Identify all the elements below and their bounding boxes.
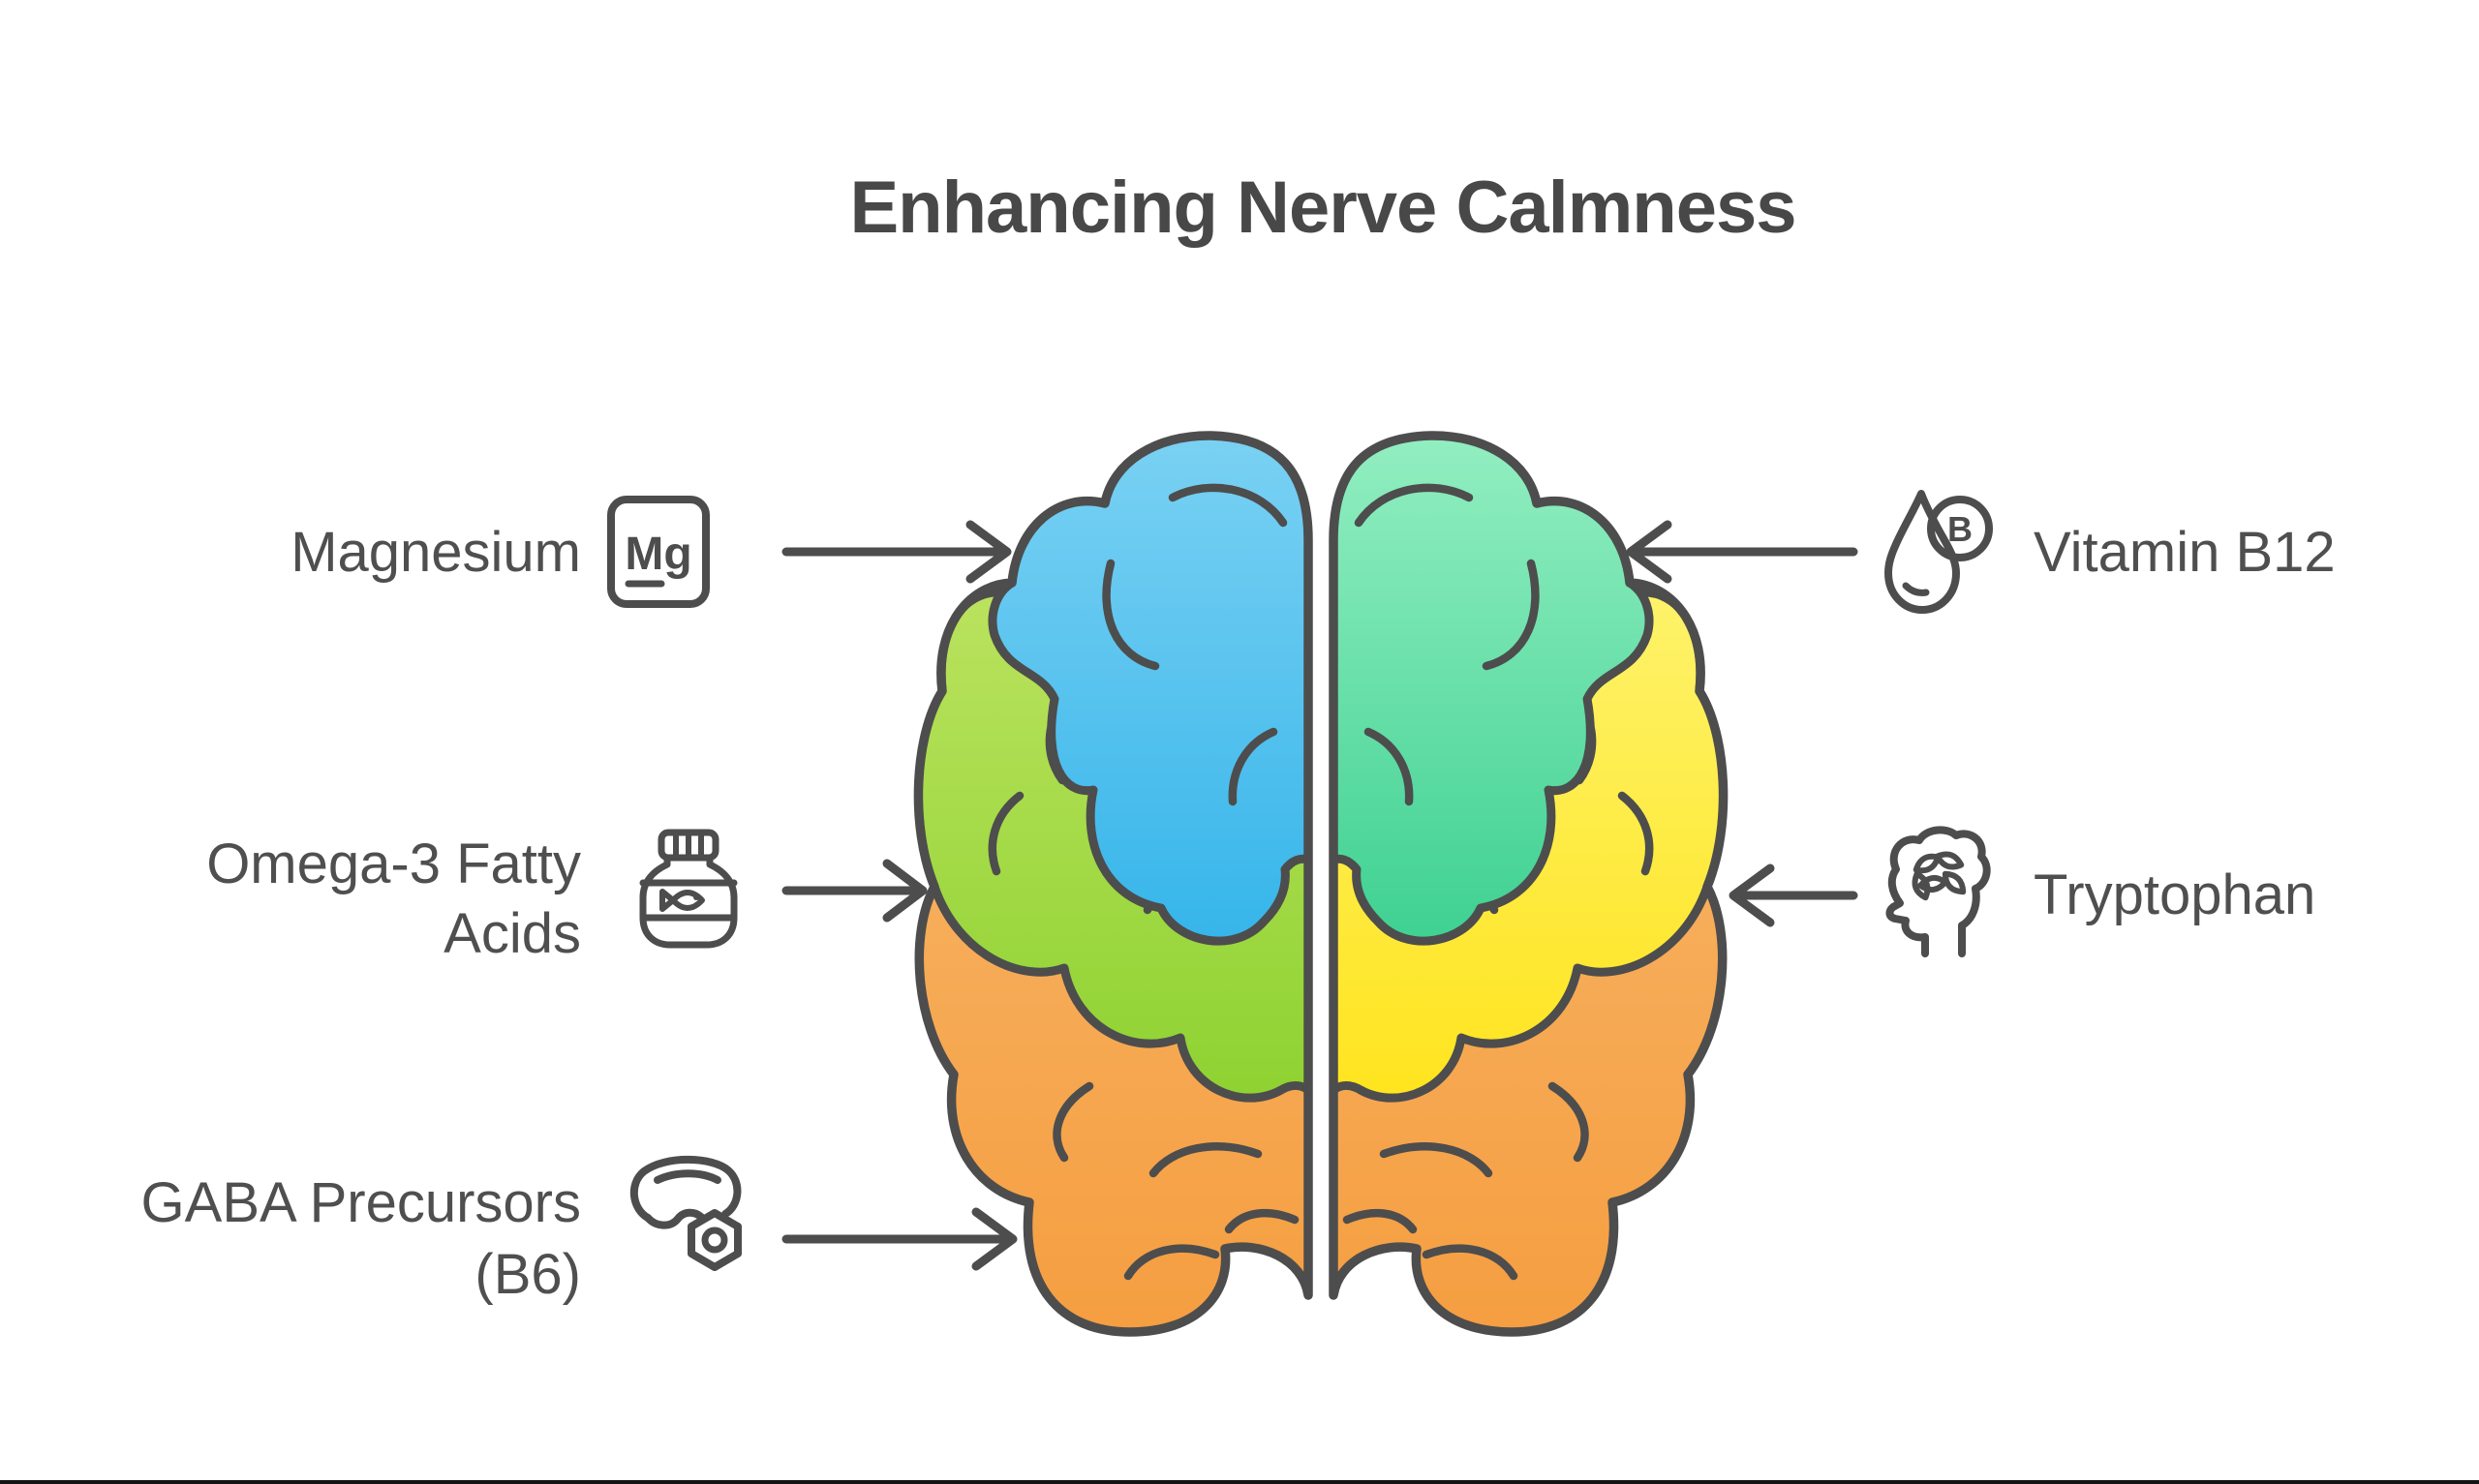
head-profile-glyph bbox=[1885, 826, 1991, 957]
fish-glyph bbox=[670, 890, 705, 911]
arrow-omega3 bbox=[781, 859, 928, 923]
label-gaba-line2: (B6) bbox=[474, 1243, 581, 1306]
label-vitamin-b12: Vitamin B12 bbox=[2034, 521, 2336, 584]
brain-right-hemisphere bbox=[1329, 431, 1729, 1337]
connector-arrows bbox=[781, 520, 1858, 1271]
magnesium-symbol-text: Mg bbox=[625, 529, 691, 580]
vitamin-b-droplet-icon: B bbox=[1884, 490, 1993, 614]
page-title: Enhancing Nerve Calmness bbox=[849, 167, 1795, 249]
arrow-magnesium bbox=[781, 520, 1012, 584]
arrow-gaba bbox=[781, 1207, 1018, 1271]
arrow-vitamin-b12 bbox=[1626, 520, 1858, 584]
seed-glyphs bbox=[1912, 851, 1967, 901]
arrow-tryptophan bbox=[1729, 863, 1858, 927]
hexagon-pill-glyph bbox=[688, 1209, 742, 1271]
brain-illustration bbox=[913, 431, 1729, 1337]
label-magnesium: Magnesium bbox=[291, 521, 581, 584]
label-tryptophan: Tryptophan bbox=[2034, 863, 2315, 926]
brain-left-hemisphere bbox=[913, 431, 1313, 1337]
head-with-seeds-icon bbox=[1885, 826, 1991, 957]
label-gaba-line1: GABA Precursors bbox=[141, 1171, 581, 1234]
label-omega3-line1: Omega-3 Fatty bbox=[206, 833, 581, 895]
label-omega3-line2: Acids bbox=[444, 902, 581, 965]
fish-eye-dot bbox=[693, 894, 699, 900]
fish-oil-bottle-icon bbox=[639, 829, 738, 949]
droplet-glyph bbox=[1884, 490, 1960, 614]
magnesium-element-icon: Mg bbox=[607, 496, 710, 608]
bottom-edge-line bbox=[0, 1480, 2479, 1484]
sleep-mask-b6-icon bbox=[629, 1155, 742, 1271]
b-letter-text: B bbox=[1947, 509, 1973, 549]
